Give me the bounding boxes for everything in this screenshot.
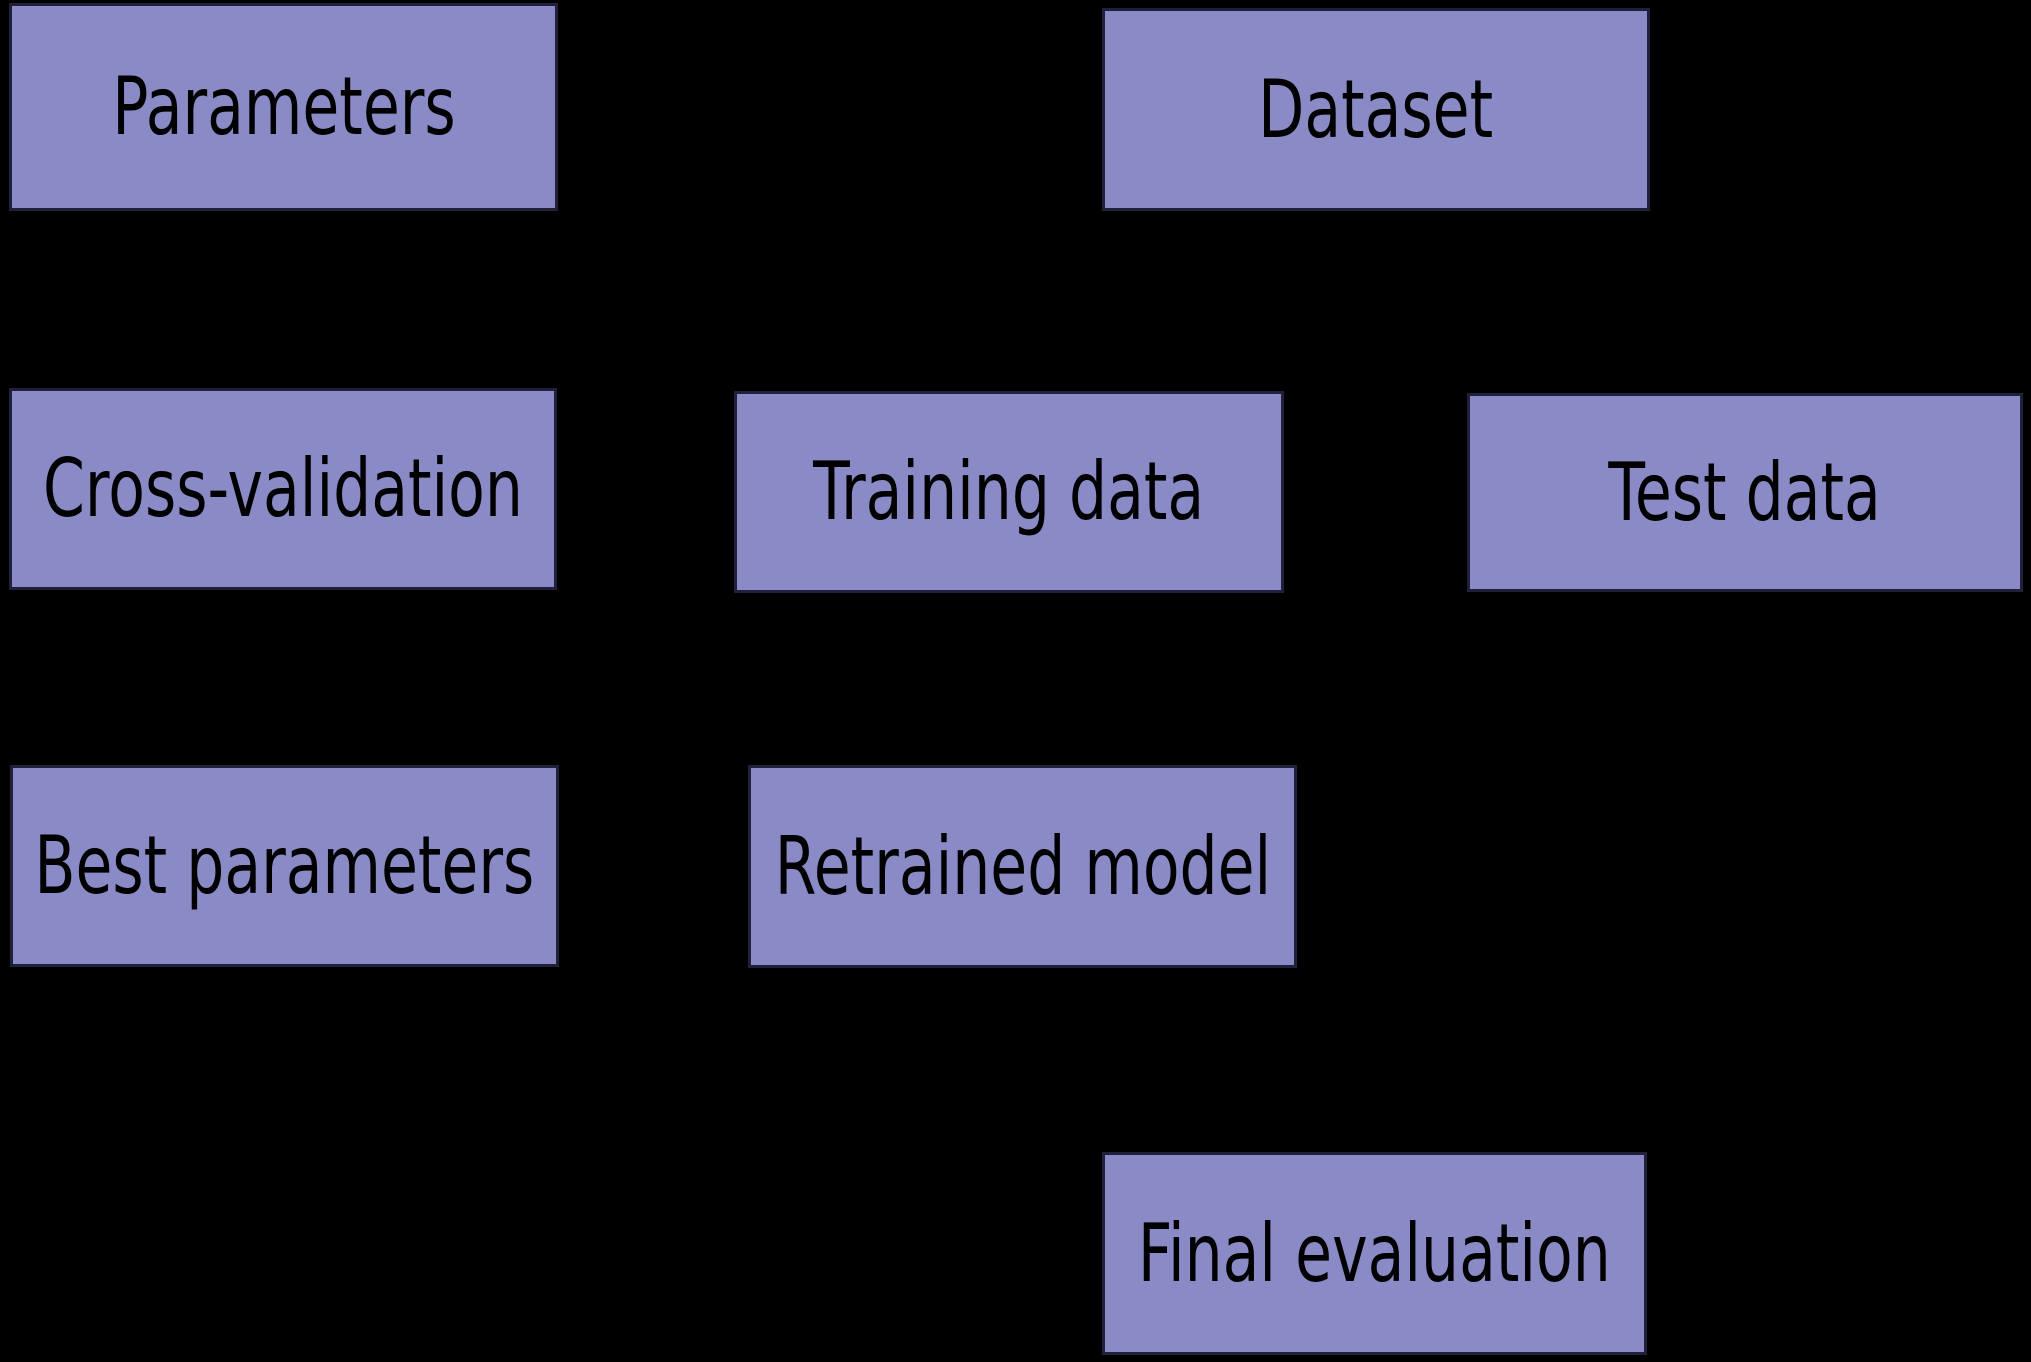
node-cross-validation-label: Cross-validation (43, 442, 523, 535)
node-dataset: Dataset (1102, 8, 1650, 211)
node-test-data: Test data (1467, 393, 2023, 592)
node-parameters-label: Parameters (111, 60, 456, 153)
node-retrained-model-label: Retrained model (774, 819, 1271, 913)
node-training-data: Training data (734, 391, 1284, 593)
node-cross-validation: Cross-validation (9, 388, 557, 590)
node-parameters: Parameters (9, 3, 558, 211)
node-dataset-label: Dataset (1258, 62, 1494, 156)
node-final-evaluation-label: Final evaluation (1138, 1206, 1611, 1300)
node-test-data-label: Test data (1608, 445, 1882, 539)
node-best-parameters-label: Best parameters (34, 819, 535, 912)
node-final-evaluation: Final evaluation (1102, 1152, 1647, 1355)
node-retrained-model: Retrained model (748, 765, 1297, 968)
node-best-parameters: Best parameters (10, 765, 559, 967)
node-training-data-label: Training data (813, 445, 1205, 538)
